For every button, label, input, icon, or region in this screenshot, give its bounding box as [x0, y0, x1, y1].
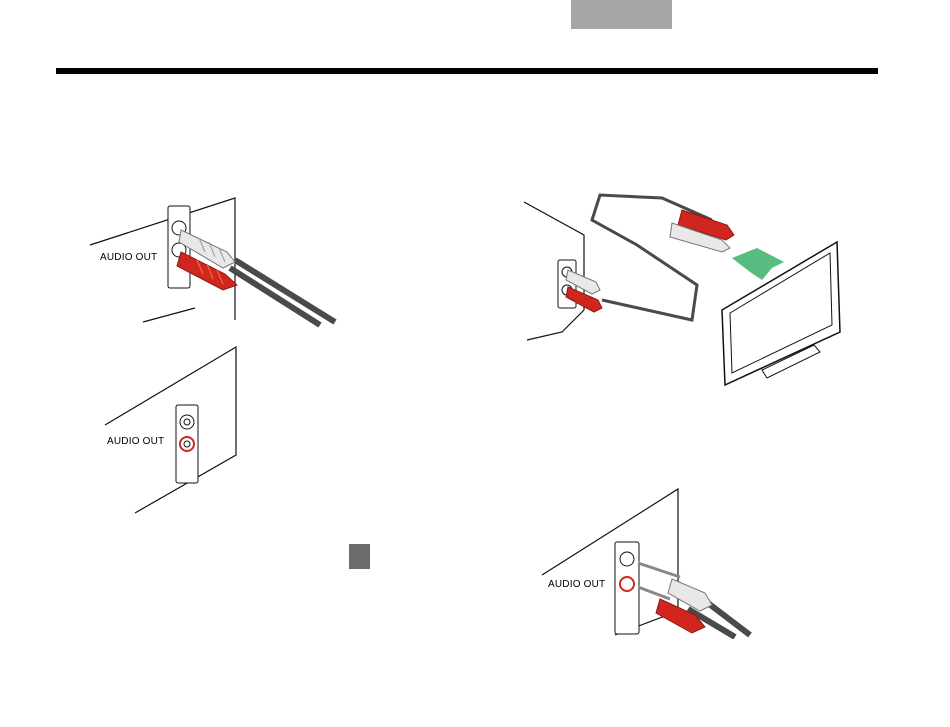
- page-marker: [349, 544, 370, 569]
- figure-tv-cable: [522, 190, 852, 400]
- audio-out-label: AUDIO OUT: [548, 579, 605, 590]
- audio-out-insert-illustration: [540, 487, 760, 639]
- figure-audio-out-connected: AUDIO OUT: [85, 190, 355, 330]
- audio-out-label: AUDIO OUT: [100, 252, 157, 263]
- figure-audio-out-empty: AUDIO OUT: [100, 345, 250, 517]
- header-rule: [56, 68, 878, 74]
- header-tab: [571, 0, 672, 29]
- green-arrow-icon: [732, 248, 784, 280]
- audio-out-empty-illustration: [100, 345, 250, 517]
- audio-out-label: AUDIO OUT: [107, 436, 164, 447]
- figure-audio-out-insert: AUDIO OUT: [540, 487, 760, 639]
- tv-cable-illustration: [522, 190, 852, 400]
